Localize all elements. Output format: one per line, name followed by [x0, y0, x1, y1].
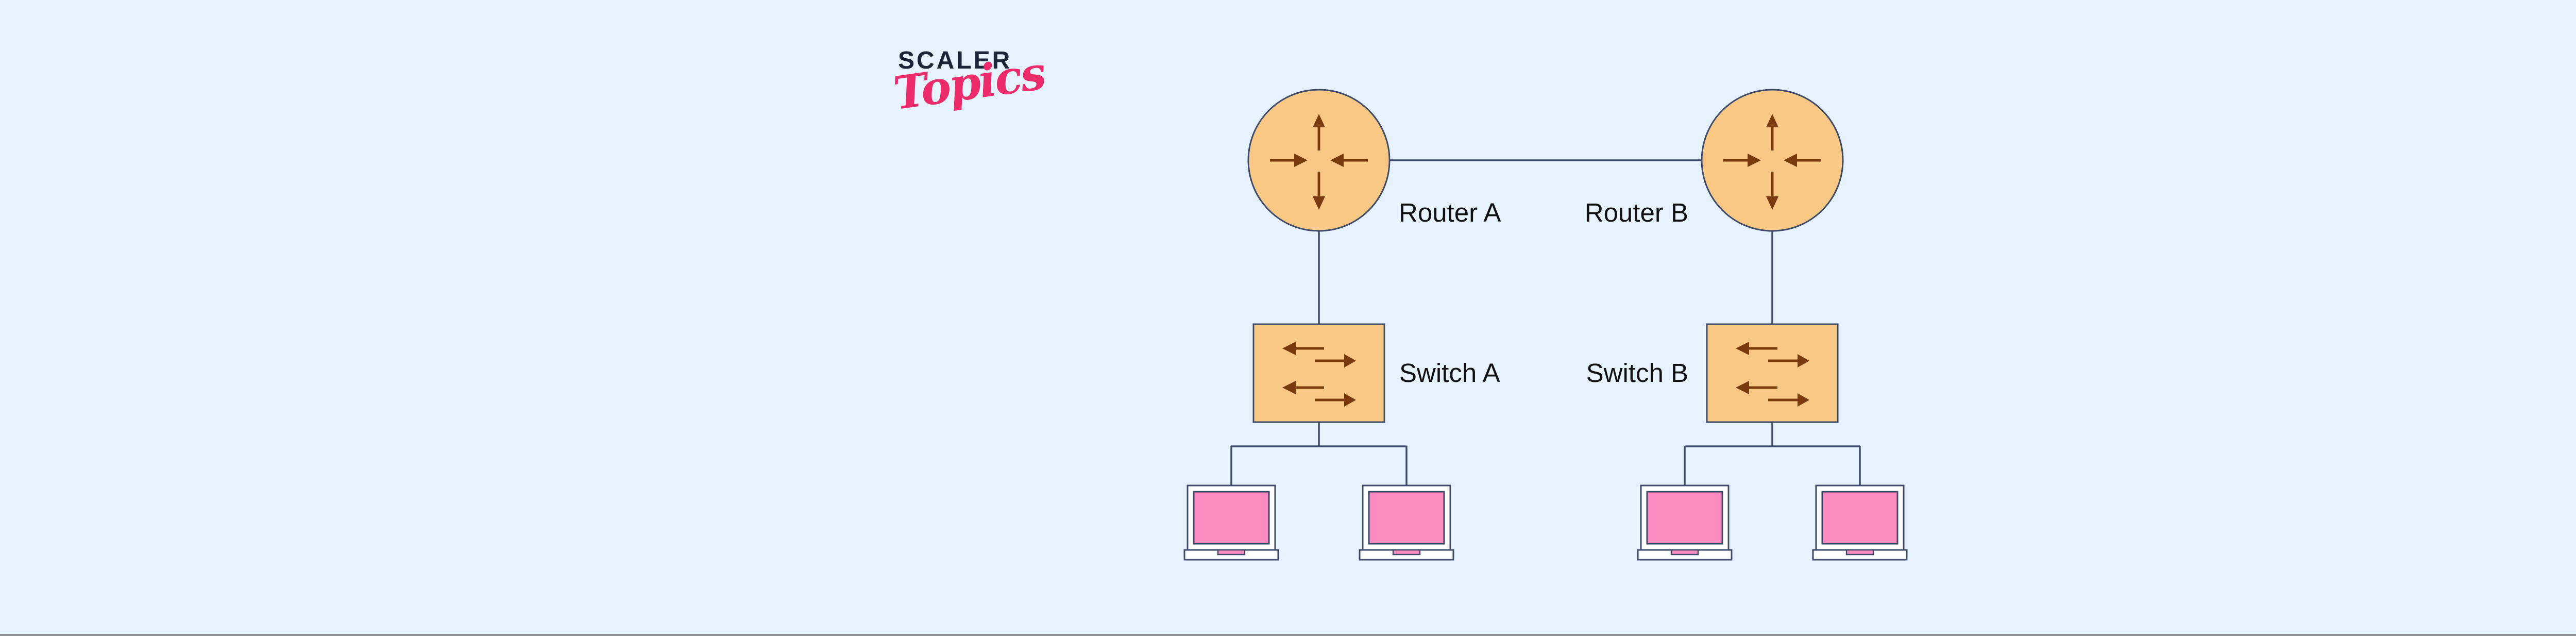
laptop-icon — [1359, 484, 1454, 561]
router-a-icon — [1247, 89, 1391, 232]
router-b-icon — [1701, 89, 1844, 232]
switch-a-icon — [1252, 323, 1385, 423]
switch-a-label: Switch A — [1399, 358, 1500, 388]
scaler-topics-logo: SCALER Topics — [890, 46, 1053, 120]
logo-brand-text: SCALER — [898, 47, 1012, 74]
laptop-icon — [1637, 484, 1733, 561]
link-switch-a-computers — [1230, 422, 1408, 486]
switch-b-icon — [1706, 323, 1839, 423]
router-a-label: Router A — [1399, 198, 1501, 227]
switch-b-label: Switch B — [1586, 358, 1688, 388]
link-switch-b-computers — [1684, 422, 1861, 486]
bottom-edge-strip — [0, 634, 2576, 636]
laptop-icon — [1812, 484, 1908, 561]
router-b-label: Router B — [1584, 198, 1688, 227]
laptop-icon — [1183, 484, 1279, 561]
